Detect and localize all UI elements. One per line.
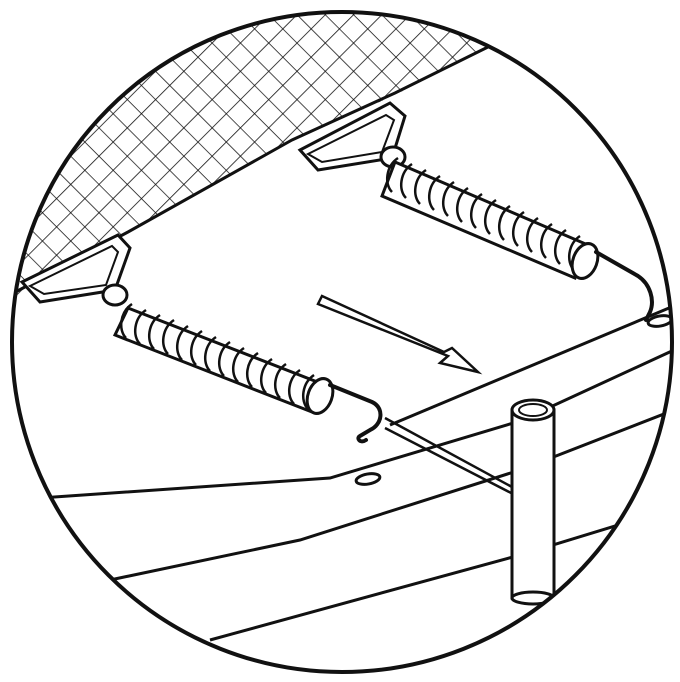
- frame-rail: [39, 336, 672, 500]
- detail-view: [12, 12, 672, 642]
- trampoline-mat-mesh: [12, 12, 672, 305]
- direction-arrow: [316, 294, 483, 375]
- v-ring-right: [297, 101, 407, 172]
- spring-pull-line-2: [384, 426, 516, 497]
- frame-leg: [510, 398, 556, 606]
- spring-right: [380, 156, 654, 322]
- frame-rail-bottom-edge: [109, 398, 672, 582]
- spring-pull-line: [384, 416, 513, 489]
- frame-rail-lower-edge: [209, 498, 672, 642]
- spring-left: [112, 302, 383, 444]
- spring-hole-left: [354, 472, 382, 486]
- v-ring-left: [19, 233, 132, 307]
- detail-circle-outline: [10, 10, 674, 674]
